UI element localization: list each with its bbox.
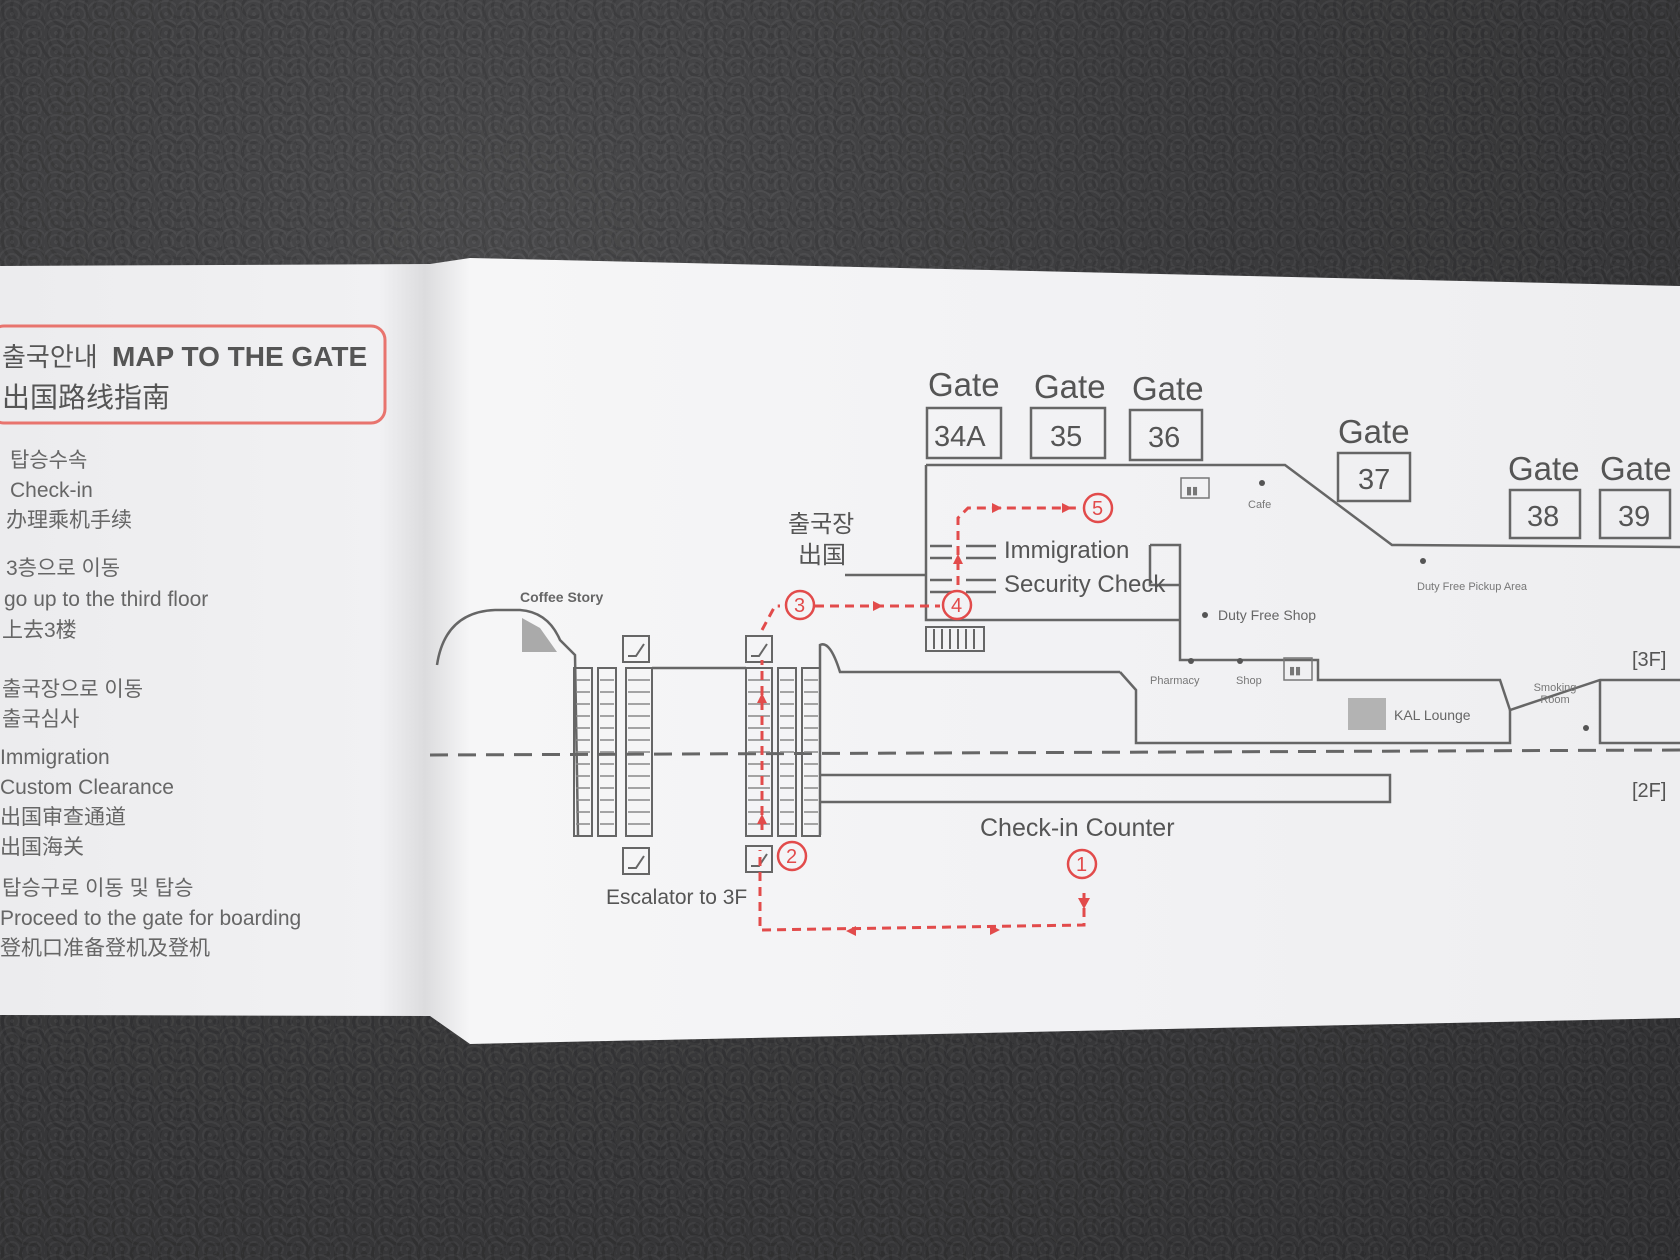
kal-lounge-label: KAL Lounge <box>1394 707 1471 723</box>
route-step-1: 1 <box>1066 848 1098 880</box>
gate-number: 35 <box>1050 421 1082 453</box>
legend-3-zh-1: 出国审查通道 <box>0 806 126 829</box>
svg-text:▮▮: ▮▮ <box>1186 485 1198 497</box>
legend-2-ko: 3층으로 이동 <box>6 557 120 580</box>
gate-36: Gate 36 <box>1128 370 1204 462</box>
gate-number: 38 <box>1527 501 1559 533</box>
svg-text:4: 4 <box>951 595 962 617</box>
header-title-zh: 出国路线指南 <box>2 382 170 413</box>
escalators <box>573 667 821 837</box>
pickup-label: Duty Free Pickup Area <box>1417 581 1528 593</box>
route-step-2: 2 <box>776 840 808 872</box>
gate-number: 36 <box>1148 422 1180 454</box>
checkin-counter-label: Check-in Counter <box>980 814 1175 842</box>
duty-free-label: Duty Free Shop <box>1218 607 1316 623</box>
legend-3-en-1: Immigration <box>0 746 110 769</box>
checkpoint-lanes <box>925 544 1180 652</box>
legend-1-zh: 办理乘机手续 <box>6 509 132 532</box>
pharmacy-marker <box>1188 658 1194 664</box>
route-path <box>757 503 1090 936</box>
gate-number: 34A <box>934 421 986 453</box>
gate-label: Gate <box>1338 413 1410 450</box>
gate-label: Gate <box>1508 450 1580 487</box>
legend-3-en-2: Custom Clearance <box>0 776 174 799</box>
cafe-marker <box>1259 480 1265 486</box>
legend-3-ko-1: 출국장으로 이동 <box>2 678 143 701</box>
map-paper <box>0 258 1680 1044</box>
pickup-marker <box>1420 558 1426 564</box>
escalator-icon <box>745 635 773 663</box>
route-step-4: 4 <box>941 589 973 621</box>
shop-marker <box>1237 658 1243 664</box>
legend: 탑승수속 Check-in 办理乘机手续 3층으로 이동 go up to th… <box>0 449 301 960</box>
svg-text:3: 3 <box>794 595 805 617</box>
smoking-room-text: Smoking Room <box>1533 682 1577 706</box>
legend-2-en: go up to the third floor <box>4 588 208 611</box>
kal-lounge-marker <box>1348 698 1386 730</box>
restroom-icon: ▮▮ <box>1180 477 1210 499</box>
legend-3-zh-2: 出国海关 <box>0 836 84 859</box>
departure-label-ko: 출국장 <box>788 511 854 538</box>
escalator-label: Escalator to 3F <box>606 886 747 909</box>
escalator-icon <box>622 635 650 663</box>
smoking-marker <box>1583 725 1589 731</box>
header-title-ko: 출국안내 <box>2 342 98 372</box>
gate-label: Gate <box>1034 368 1106 405</box>
header-title-en: MAP TO THE GATE <box>112 341 367 372</box>
pharmacy-label: Pharmacy <box>1150 675 1200 687</box>
floor-divider <box>429 748 1680 757</box>
gate-34a: Gate 34A <box>925 366 1003 460</box>
gate-label: Gate <box>1132 370 1204 407</box>
floor-3f-label: [3F] <box>1632 649 1666 671</box>
terminal-outline <box>429 463 1680 836</box>
gate-label: Gate <box>928 366 1000 403</box>
svg-text:2: 2 <box>786 846 797 868</box>
security-label: Security Check <box>1004 571 1166 598</box>
restroom-icon: ▮▮ <box>1283 657 1313 681</box>
legend-4-zh: 登机口准备登机及登机 <box>0 937 210 960</box>
svg-text:5: 5 <box>1092 498 1103 520</box>
smoking-room-label: Smoking Room <box>1533 682 1577 706</box>
gate-39: Gate 39 <box>1598 450 1672 540</box>
header-box <box>0 324 387 425</box>
gate-number: 37 <box>1358 464 1390 496</box>
coffee-story-label: Coffee Story <box>520 589 603 605</box>
cafe-label: Cafe <box>1248 499 1271 511</box>
legend-4-ko: 탑승구로 이동 및 탑승 <box>2 877 193 900</box>
route-step-5: 5 <box>1082 492 1114 524</box>
svg-text:▮▮: ▮▮ <box>1289 665 1301 677</box>
shop-label: Shop <box>1236 675 1262 687</box>
gate-35: Gate 35 <box>1029 368 1107 460</box>
floor-2f-label: [2F] <box>1632 780 1666 802</box>
legend-2-zh: 上去3楼 <box>2 619 77 642</box>
svg-text:1: 1 <box>1076 854 1087 876</box>
departure-label-zh: 出国 <box>798 542 846 569</box>
gate-number: 39 <box>1618 501 1650 533</box>
immigration-label: Immigration <box>1004 537 1129 564</box>
legend-1-en: Check-in <box>10 479 93 502</box>
coffee-marker <box>522 618 557 652</box>
escalator-icon <box>622 847 650 875</box>
legend-1-ko: 탑승수속 <box>10 449 87 472</box>
legend-4-en: Proceed to the gate for boarding <box>0 907 301 930</box>
route-step-3: 3 <box>784 589 816 621</box>
gate-label: Gate <box>1600 450 1672 487</box>
legend-3-ko-2: 출국심사 <box>2 708 79 731</box>
gate-38: Gate 38 <box>1508 450 1582 540</box>
duty-free-marker <box>1202 612 1208 618</box>
gate-37: Gate 37 <box>1336 413 1412 503</box>
